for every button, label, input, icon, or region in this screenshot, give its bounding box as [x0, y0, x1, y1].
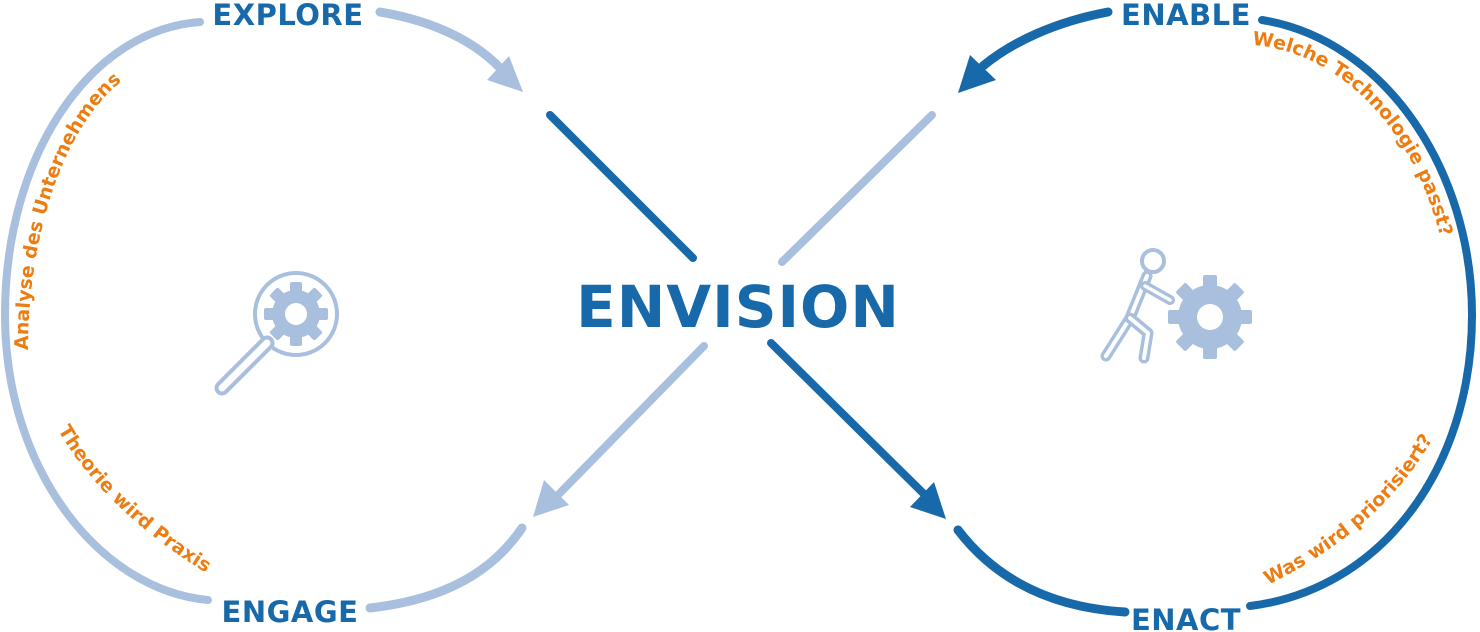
stage-label-explore: EXPLORE — [212, 0, 363, 32]
enact-arc — [953, 525, 1130, 617]
enable-arrowhead — [958, 55, 996, 93]
diagonal-light-upper — [778, 111, 936, 266]
stage-label-enable: ENABLE — [1121, 0, 1251, 32]
engage-arc — [365, 523, 527, 613]
stage-label-engage: ENGAGE — [222, 595, 359, 629]
diagonal-dark-lower — [767, 339, 929, 499]
explore-arc — [375, 7, 505, 73]
note-left-lower: Theorie wird Praxis — [54, 421, 215, 577]
person-pushing-gear-icon — [1100, 248, 1252, 364]
enable-arc — [978, 7, 1113, 71]
enact-arrowhead — [910, 482, 946, 519]
right-loop-arc — [1246, 16, 1477, 610]
stage-label-enact: ENACT — [1131, 603, 1241, 632]
note-left-upper: Analyse des Unternehmens — [11, 68, 125, 350]
center-label-envision: ENVISION — [576, 273, 900, 341]
explore-arrowhead — [487, 56, 523, 92]
magnifier-gear-icon — [214, 271, 339, 396]
left-loop-arc — [0, 18, 212, 604]
diagonal-dark-upper — [546, 111, 697, 262]
engage-arrowhead — [533, 480, 569, 517]
diagonal-light-lower — [553, 342, 708, 500]
